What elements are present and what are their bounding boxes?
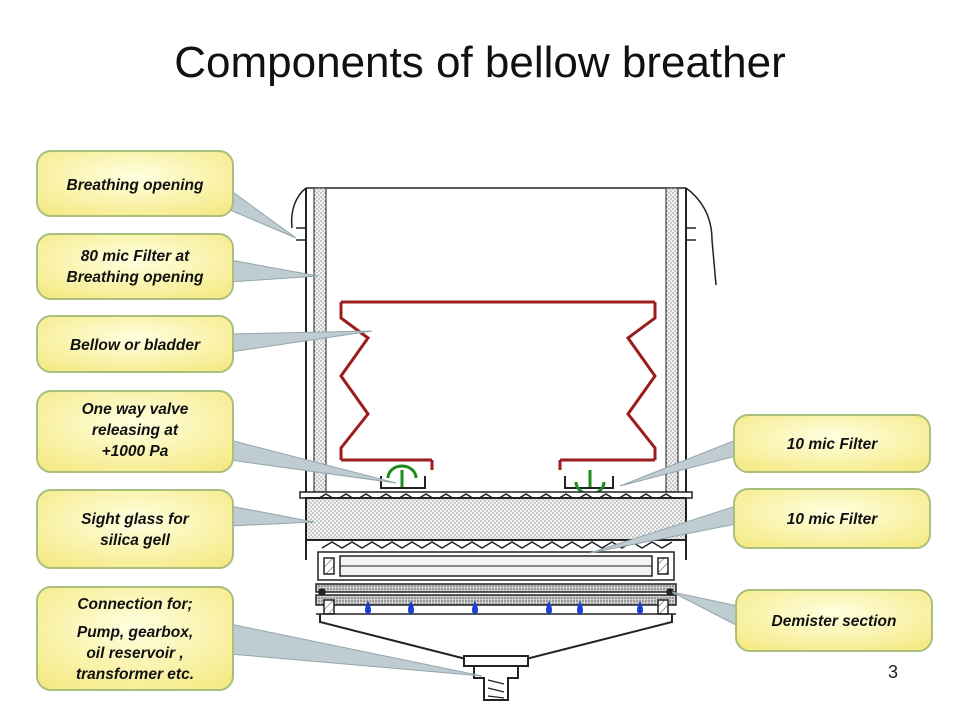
callout-filter-10-bottom-line-1: 10 mic Filter — [787, 511, 878, 528]
callout-valve-line-1: One way valve — [82, 401, 189, 418]
callout-sight-glass: Sight glass for silica gell — [36, 489, 234, 569]
page-title: Components of bellow breather — [174, 38, 786, 87]
page-number: 3 — [888, 662, 899, 682]
demister-section — [315, 583, 677, 615]
callout-connection-line-4: transformer etc. — [76, 666, 194, 683]
callout-sight-glass-line-2: silica gell — [100, 532, 170, 549]
callout-valve-line-3: +1000 Pa — [102, 443, 169, 460]
silica-gel-section — [305, 497, 687, 560]
callout-connection-line-3: oil reservoir , — [86, 645, 183, 662]
breather-housing — [290, 187, 717, 498]
callout-valve: One way valve releasing at +1000 Pa — [36, 390, 234, 473]
callout-breathing-opening-line-1: Breathing opening — [67, 177, 204, 194]
water-drops — [365, 601, 643, 614]
callout-filter-80-line-2: Breathing opening — [67, 269, 204, 286]
callout-breathing-opening: Breathing opening — [36, 150, 234, 217]
callout-valve-line-2: releasing at — [92, 422, 179, 439]
callout-filter-10-top-line-1: 10 mic Filter — [787, 436, 878, 453]
callout-connection-line-2: Pump, gearbox, — [77, 624, 193, 641]
filter-80-right — [665, 187, 679, 499]
filter-80-left — [313, 187, 327, 499]
callout-sight-glass-line-1: Sight glass for — [81, 511, 190, 528]
callout-connection: Connection for; Pump, gearbox, oil reser… — [36, 586, 234, 691]
callout-filter-80-line-1: 80 mic Filter at — [81, 248, 190, 265]
callout-demister-line-1: Demister section — [772, 613, 897, 630]
callout-filter-80: 80 mic Filter at Breathing opening — [36, 233, 234, 300]
callout-bellow: Bellow or bladder — [36, 315, 234, 373]
connection-funnel — [319, 614, 673, 701]
lower-filter-frame — [317, 551, 675, 581]
filter-10-zigzag — [321, 541, 673, 549]
callout-connection-line-1: Connection for; — [77, 596, 192, 613]
callout-filter-10-top: 10 mic Filter — [733, 414, 931, 473]
bellow — [339, 300, 657, 470]
callout-demister: Demister section — [735, 589, 933, 652]
callout-filter-10-bottom: 10 mic Filter — [733, 488, 931, 549]
callout-bellow-line-1: Bellow or bladder — [70, 337, 201, 354]
